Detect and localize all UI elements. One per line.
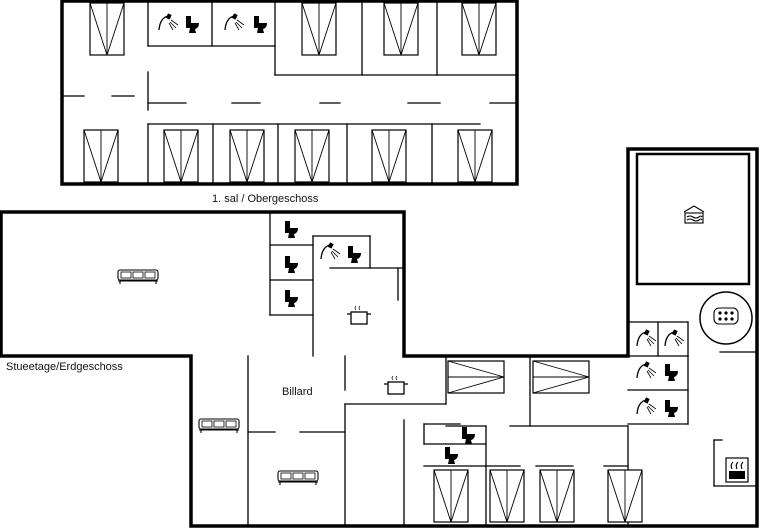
bed-icon xyxy=(163,129,199,183)
bed-icon xyxy=(607,469,643,523)
toilet-icon xyxy=(462,427,475,444)
shower-icon xyxy=(224,12,245,31)
cooking-pot-icon xyxy=(346,305,372,325)
bed-icon xyxy=(89,2,125,56)
bed-icon xyxy=(461,2,497,56)
upper-beds xyxy=(83,2,497,183)
bed-icon xyxy=(371,129,407,183)
billiard-room-label: Billard xyxy=(282,386,313,398)
bed-icon xyxy=(83,129,119,183)
shower-icon xyxy=(636,328,657,347)
toilet-icon xyxy=(665,364,678,381)
bed-icon xyxy=(433,469,469,523)
shower-icon xyxy=(664,328,685,347)
pool-icon xyxy=(683,205,705,224)
bed-icon xyxy=(229,129,265,183)
toilet-icon xyxy=(285,221,298,238)
bed-icon xyxy=(294,129,330,183)
sofa-icon xyxy=(277,470,319,486)
upper-floor-label: 1. sal / Obergeschoss xyxy=(212,193,319,205)
cooking-pot-icon xyxy=(383,375,409,395)
shower-icon xyxy=(636,360,657,379)
shower-icon xyxy=(320,241,341,260)
toilet-icon xyxy=(665,400,678,417)
shower-icon xyxy=(158,12,179,31)
sofa-icon xyxy=(117,269,159,285)
ground-floor-label: Stueetage/Erdgeschoss xyxy=(6,361,123,373)
sofa-icon xyxy=(198,418,240,434)
toilet-icon xyxy=(285,256,298,273)
spa-icon xyxy=(713,307,739,325)
toilet-icon xyxy=(254,16,267,33)
toilet-icon xyxy=(285,290,298,307)
bed-icon xyxy=(447,360,505,394)
toilet-icon xyxy=(348,246,361,263)
bed-icon xyxy=(539,469,575,523)
shower-icon xyxy=(636,396,657,415)
toilet-icon xyxy=(186,16,199,33)
sauna-icon xyxy=(725,457,749,483)
bed-icon xyxy=(489,469,525,523)
bed-icon xyxy=(301,2,337,56)
bed-icon xyxy=(532,360,590,394)
bed-icon xyxy=(383,2,419,56)
toilet-icon xyxy=(445,447,458,464)
bed-icon xyxy=(457,129,493,183)
